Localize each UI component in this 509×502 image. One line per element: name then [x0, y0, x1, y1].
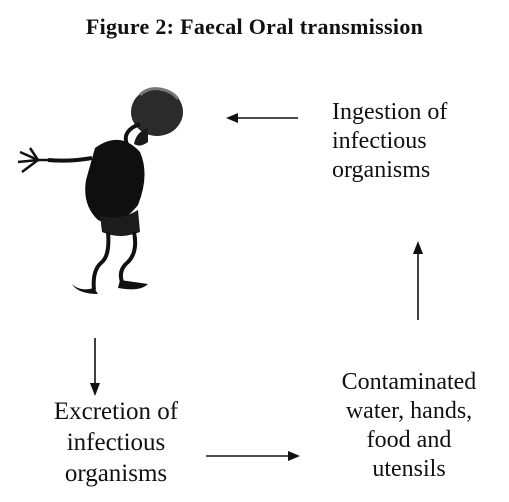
arrow-right-icon: [206, 451, 300, 461]
contaminated-line-3: food and: [318, 426, 500, 455]
ingestion-node: Ingestion of infectious organisms: [332, 98, 502, 185]
ingestion-line-3: organisms: [332, 156, 502, 185]
arrow-down-icon: [90, 338, 100, 396]
contaminated-node: Contaminated water, hands, food and uten…: [318, 368, 500, 484]
ingestion-line-1: Ingestion of: [332, 98, 502, 127]
excretion-line-1: Excretion of: [28, 396, 204, 427]
ingestion-line-2: infectious: [332, 127, 502, 156]
contaminated-line-2: water, hands,: [318, 397, 500, 426]
excretion-line-3: organisms: [28, 458, 204, 489]
excretion-line-2: infectious: [28, 427, 204, 458]
contaminated-line-1: Contaminated: [318, 368, 500, 397]
excretion-node: Excretion of infectious organisms: [28, 396, 204, 489]
arrow-to-figure-icon: [226, 113, 298, 123]
contaminated-line-4: utensils: [318, 455, 500, 484]
arrow-up-icon: [413, 241, 423, 320]
